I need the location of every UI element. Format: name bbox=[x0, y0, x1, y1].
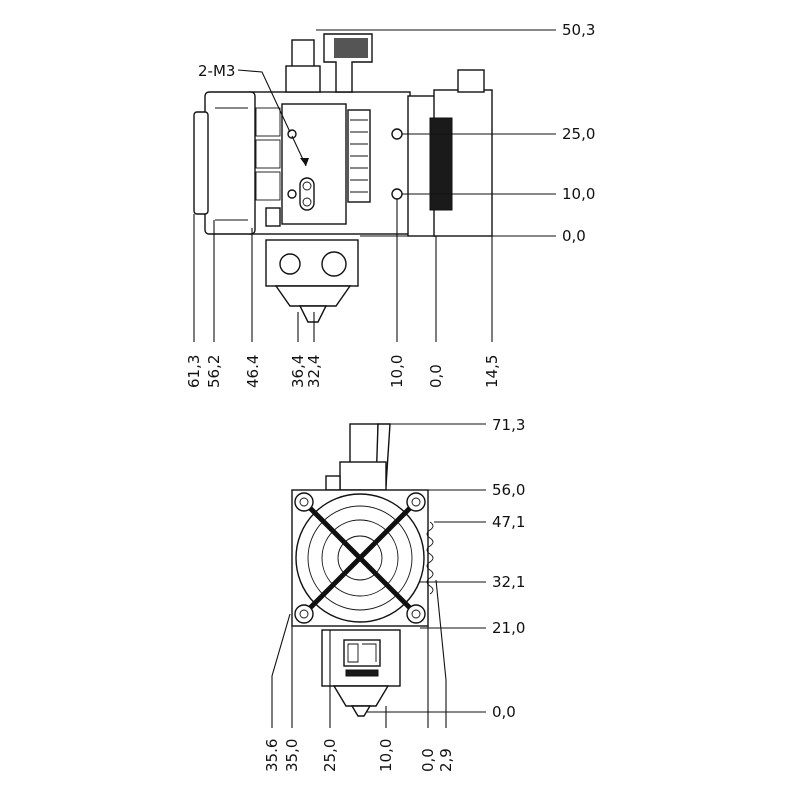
side-dim-0-0: 0,0 bbox=[562, 227, 586, 245]
side-small-screw bbox=[265, 207, 281, 227]
front-dim-35-0: 35,0 bbox=[283, 739, 301, 772]
front-top-fitting bbox=[349, 423, 379, 465]
side-dim-56-2: 56,2 bbox=[205, 355, 223, 388]
side-fin-1 bbox=[255, 107, 281, 137]
front-dim-47-1: 47,1 bbox=[492, 513, 525, 531]
side-stepper-band bbox=[429, 117, 453, 211]
side-hole-25 bbox=[391, 128, 403, 140]
side-dim-25-0: 25,0 bbox=[562, 125, 595, 143]
side-dim-14-5: 14,5 bbox=[483, 355, 501, 388]
front-dim-0-0: 0,0 bbox=[492, 703, 516, 721]
front-dim-35-6: 35.6 bbox=[263, 739, 281, 772]
side-dim-10-0-b: 10,0 bbox=[388, 355, 406, 388]
front-dim-10-0: 10,0 bbox=[377, 739, 395, 772]
side-lever-hatch bbox=[334, 38, 368, 58]
front-screw-br bbox=[406, 604, 426, 624]
side-top-fitting bbox=[291, 39, 315, 69]
front-screw-tl bbox=[294, 492, 314, 512]
front-nozzle bbox=[332, 685, 390, 707]
front-dim-0-0-b: 0,0 bbox=[419, 748, 437, 772]
front-screw-bl bbox=[294, 604, 314, 624]
side-fin-3 bbox=[255, 171, 281, 201]
front-dim-71-3: 71,3 bbox=[492, 416, 525, 434]
side-label-2m3: 2-M3 bbox=[198, 62, 235, 80]
side-top-nut bbox=[285, 65, 321, 93]
side-dim-10-0: 10,0 bbox=[562, 185, 595, 203]
side-dim-61-3: 61,3 bbox=[185, 355, 203, 388]
side-fan-plate bbox=[193, 111, 209, 215]
side-label-leader bbox=[237, 69, 291, 133]
side-dim-36-4: 36,4 bbox=[289, 355, 307, 388]
front-dim-25-0: 25,0 bbox=[321, 739, 339, 772]
front-dim-32-1: 32,1 bbox=[492, 573, 525, 591]
front-dim-21-0: 21,0 bbox=[492, 619, 525, 637]
side-screw-slot bbox=[299, 177, 315, 211]
side-dim-46-4: 46.4 bbox=[244, 355, 262, 388]
side-nozzle bbox=[274, 285, 352, 307]
front-dim-2-9: 2,9 bbox=[437, 748, 455, 772]
front-screw-tr bbox=[406, 492, 426, 512]
side-fan-housing bbox=[204, 91, 256, 235]
side-hole-10 bbox=[391, 188, 403, 200]
side-hole-m3-b bbox=[287, 189, 297, 199]
front-dim-56-0: 56,0 bbox=[492, 481, 525, 499]
side-stepper-cap bbox=[457, 69, 485, 93]
side-dim-32-4: 32,4 bbox=[305, 355, 323, 388]
front-top-nut bbox=[339, 461, 387, 491]
side-dim-50-3: 50,3 bbox=[562, 21, 595, 39]
side-dim-0-0-b: 0,0 bbox=[427, 364, 445, 388]
side-fin-2 bbox=[255, 139, 281, 169]
side-view: 2-M3 50,3 25,0 10,0 0,0 61,3 56,2 46.4 3… bbox=[185, 21, 595, 388]
front-view: 71,3 56,0 47,1 32,1 21,0 0,0 35.6 35,0 2… bbox=[263, 416, 525, 772]
